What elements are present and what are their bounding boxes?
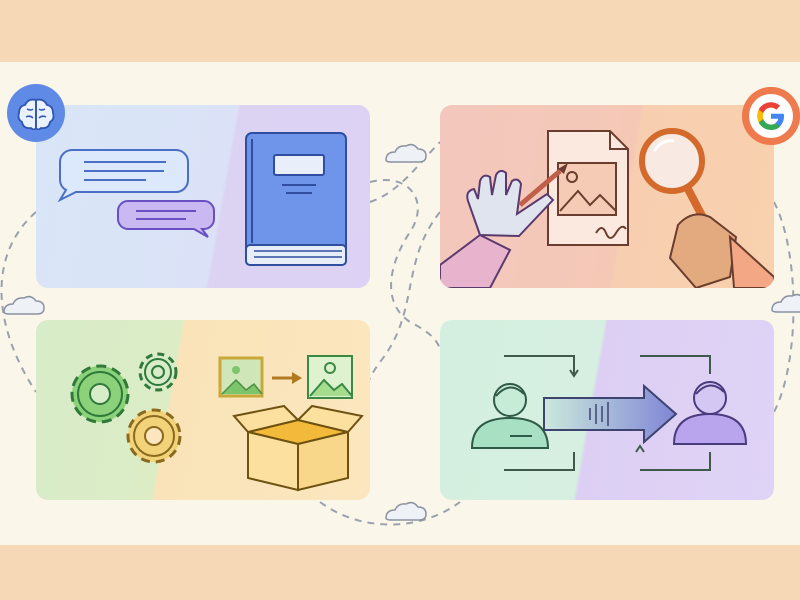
gear-icon [126, 408, 182, 464]
magnifying-glass-icon [639, 128, 774, 288]
brain-icon [17, 98, 55, 130]
google-g-logo-icon [749, 94, 793, 138]
image-icon [307, 355, 353, 399]
cloud-icon [385, 143, 427, 163]
google-badge [742, 87, 800, 145]
arrow-right-icon [272, 372, 302, 384]
chat-bubble-icon [57, 149, 189, 203]
chat-bubble-icon [117, 200, 215, 238]
brain-badge [7, 84, 65, 142]
panel-user-to-user-transfer [440, 320, 774, 500]
book-icon [245, 132, 347, 266]
open-box-icon [232, 404, 364, 492]
image-icon [218, 356, 264, 398]
panel-robot-drawing-and-inspecting [440, 105, 774, 288]
cloud-icon [771, 293, 800, 313]
cycle-bracket [504, 355, 711, 471]
image-document-icon [547, 130, 629, 246]
robot-hand-icon [440, 163, 568, 288]
cloud-icon [3, 295, 45, 315]
panel-process-and-package [36, 320, 370, 500]
cloud-icon [385, 501, 427, 521]
dashed-path [0, 141, 800, 526]
illustration-stage [0, 62, 800, 545]
transfer-arrow-icon [543, 383, 678, 445]
gear-icon [138, 352, 178, 392]
gear-icon [70, 364, 130, 424]
user-icon [470, 383, 550, 449]
panel-conversation-to-book [36, 105, 370, 288]
user-icon [672, 381, 748, 445]
